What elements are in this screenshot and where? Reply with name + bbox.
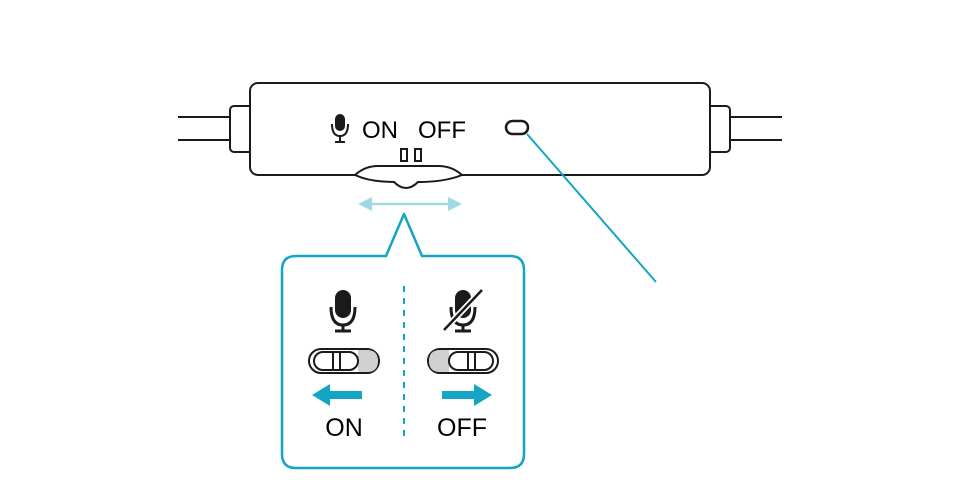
microphone-muted-icon xyxy=(441,287,485,333)
switch-off-position-icon xyxy=(427,348,499,374)
right-arrow-icon xyxy=(442,384,492,406)
body-label-off: OFF xyxy=(418,117,466,144)
slide-switch-knob[interactable] xyxy=(353,165,464,190)
microphone-hole-icon xyxy=(504,119,530,136)
switch-position-marks xyxy=(400,148,422,162)
microphone-icon xyxy=(329,290,357,333)
control-box-body xyxy=(249,82,711,176)
microphone-icon xyxy=(331,114,349,143)
on-label: ON xyxy=(325,414,363,442)
slide-direction-arrow-icon xyxy=(358,197,462,211)
off-label: OFF xyxy=(437,414,487,442)
callout-panel xyxy=(280,212,526,470)
leader-line xyxy=(526,133,657,283)
left-cable xyxy=(178,116,230,141)
right-cable xyxy=(728,116,782,141)
switch-on-position-icon xyxy=(308,348,380,374)
left-arrow-icon xyxy=(312,384,362,406)
body-label-on: ON xyxy=(362,117,398,144)
